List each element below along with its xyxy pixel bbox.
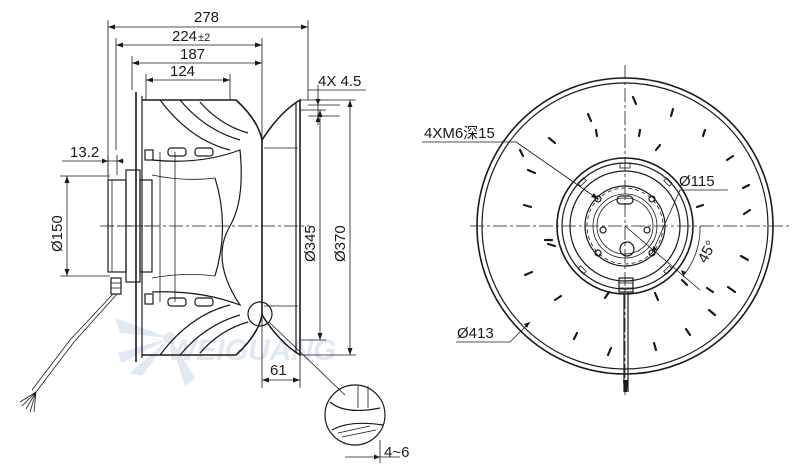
dim-224-line (115, 38, 263, 150)
dim-13-2-label: 13.2 (70, 144, 99, 161)
dim-413-leader (456, 321, 531, 343)
dim-115-label: Ø115 (679, 173, 715, 190)
dim-45deg-label: 45° (695, 238, 721, 266)
dim-124-label: 124 (170, 63, 195, 80)
dim-13-2-line (62, 155, 124, 175)
front-cable-gland (618, 277, 634, 392)
dim-370-line (300, 99, 356, 356)
dim-413-label: Ø413 (457, 325, 494, 342)
outer-ring (476, 77, 774, 375)
dim-187-line (131, 56, 262, 90)
dim-224-label: 224±2 (172, 28, 210, 45)
watermark-logo: WEIGUANG (115, 318, 336, 386)
dim-4x45-label: 4X 4.5 (318, 73, 361, 90)
dim-4-6-label: 4~6 (384, 444, 409, 461)
side-view: 278 224±2 187 124 (19, 9, 409, 463)
dim-187-label: 187 (180, 46, 205, 63)
blade-slots (518, 95, 752, 357)
dim-m6-label: 4XM6深15 (424, 125, 495, 142)
dim-345-label: Ø345 (302, 225, 319, 262)
dim-345-line (300, 109, 326, 341)
dim-370-label: Ø370 (332, 225, 349, 262)
dim-150-line (60, 175, 110, 277)
dim-61-label: 61 (270, 362, 287, 379)
outer-ring-inner (481, 82, 769, 370)
front-view: 45° 4XM6深15 Ø115 Ø413 (422, 65, 790, 395)
dim-278-line (107, 20, 309, 270)
motor-body (107, 169, 153, 295)
watermark-text: WEIGUANG (168, 334, 336, 367)
detail-callout (247, 301, 400, 463)
dim-4x45-line (308, 85, 366, 125)
angle-45-line (624, 225, 701, 291)
mounting-studs (144, 147, 214, 307)
dim-150-label: Ø150 (49, 215, 66, 252)
dim-61-line (261, 318, 301, 388)
dim-124-line (145, 74, 231, 100)
dim-278-label: 278 (194, 9, 219, 26)
hub (556, 157, 694, 295)
cable (19, 293, 118, 413)
dim-115-leader (651, 189, 728, 254)
impeller-housing (135, 92, 301, 362)
dim-m6-leader (422, 141, 599, 200)
